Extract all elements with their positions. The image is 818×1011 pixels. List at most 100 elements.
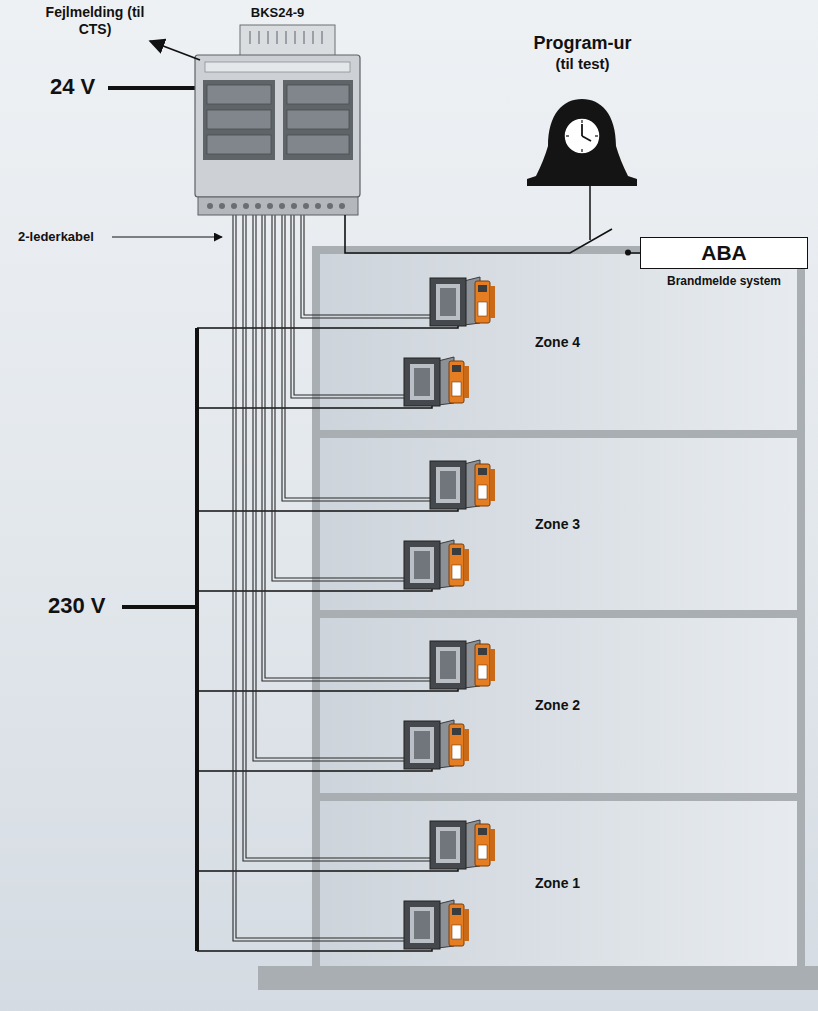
fire-damper [430, 820, 495, 869]
terminal-screw [231, 203, 237, 209]
terminal-screw [207, 203, 213, 209]
text-group: Zone 3 [320, 438, 797, 610]
cable-pointer [112, 237, 222, 238]
control-cable [285, 215, 448, 498]
module-slat [249, 31, 251, 44]
control-cable [262, 215, 448, 681]
zone-label: Zone 2 [535, 697, 580, 714]
terminal-screw [267, 203, 273, 209]
zone-label: Zone 4 [535, 334, 580, 351]
text-group: Zone 2 [320, 618, 797, 793]
signal-wire [345, 215, 640, 253]
text-group: Program-ur(til test) [533, 33, 631, 73]
clock-tick [581, 120, 582, 123]
fire-damper [404, 540, 469, 589]
mains-bus [195, 328, 199, 951]
room-fill [320, 618, 797, 793]
room-fill [320, 438, 797, 610]
module-panel [287, 135, 349, 154]
terminal-screw [255, 203, 261, 209]
text-group: Zone 1 [320, 801, 797, 966]
module-panel [207, 135, 271, 154]
module-body [195, 55, 360, 197]
module-terminals [198, 197, 358, 215]
fire-damper [404, 357, 469, 406]
ground-slab [258, 966, 818, 990]
terminal-screw [327, 203, 333, 209]
terminal-screw [339, 203, 345, 209]
control-cable [291, 215, 422, 398]
zone-label: Zone 3 [535, 516, 580, 533]
module-slat [312, 31, 314, 44]
zone-band: Zone 3 [320, 438, 797, 610]
control-cable [256, 215, 422, 758]
terminal-screw [303, 203, 309, 209]
module-slat [303, 31, 305, 44]
clock-face [564, 118, 600, 154]
fire-damper [430, 277, 495, 326]
terminal-screw [279, 203, 285, 209]
fire-alarm-box: ABABrandmelde system [640, 237, 808, 269]
text-group: Brandmelde system [667, 274, 781, 288]
clock-hand [581, 124, 583, 136]
supply-wire [108, 86, 195, 90]
clock-tick [581, 149, 582, 152]
zone-band: Zone 1 [320, 801, 797, 966]
system-caption: Brandmelde system [667, 274, 781, 288]
module-name: BKS24-9 [251, 5, 304, 21]
switch-coupling [589, 186, 591, 240]
mains-wire [197, 585, 432, 591]
text-group: BKS24-9 [251, 5, 304, 21]
terminal-screw [315, 203, 321, 209]
module-panel [287, 110, 349, 129]
text-group: Zone 4 [320, 254, 797, 430]
control-cable [272, 215, 422, 581]
clock-tick [566, 135, 569, 136]
control-cable [294, 215, 422, 395]
fire-damper [404, 900, 469, 949]
control-cable [236, 215, 422, 938]
timer-note: (til test) [533, 55, 631, 73]
mains-voltage-label: 230 V [48, 593, 106, 619]
terminal-screw [243, 203, 249, 209]
timer-clock: Program-ur(til test) [525, 95, 640, 186]
fire-damper [404, 720, 469, 769]
fault-signal-arrow [150, 41, 200, 60]
module-led-strip [205, 62, 350, 72]
controller-module: BKS24-9 [195, 25, 360, 215]
module-panel [207, 110, 271, 129]
module-panel [283, 80, 353, 160]
fault-signal-label: Fejlmelding (til CTS) [45, 4, 145, 38]
fire-damper [430, 460, 495, 509]
building-wall [316, 250, 801, 968]
zone-band: Zone 4 [320, 254, 797, 430]
module-panel [207, 85, 271, 104]
module-cap [240, 25, 335, 57]
zone-band: Zone 2 [320, 618, 797, 793]
supply-voltage-label: 24 V [50, 74, 95, 100]
control-cable [304, 215, 448, 315]
mains-wire [197, 765, 432, 771]
floor-slab [316, 430, 801, 438]
mains-wire [197, 402, 432, 408]
clock-body [527, 99, 637, 186]
terminal-screw [219, 203, 225, 209]
module-slat [258, 31, 260, 44]
module-slat [276, 31, 278, 44]
system-name: ABA [701, 240, 747, 265]
control-cable [265, 215, 448, 678]
timer-title: Program-ur [533, 33, 631, 55]
module-slat [321, 31, 323, 44]
room-fill [320, 254, 797, 430]
control-cable [253, 215, 422, 761]
mains-wire [197, 945, 432, 951]
floor-slab [316, 793, 801, 801]
zone-label: Zone 1 [535, 875, 580, 892]
module-slat [285, 31, 287, 44]
floor-slab [316, 610, 801, 618]
